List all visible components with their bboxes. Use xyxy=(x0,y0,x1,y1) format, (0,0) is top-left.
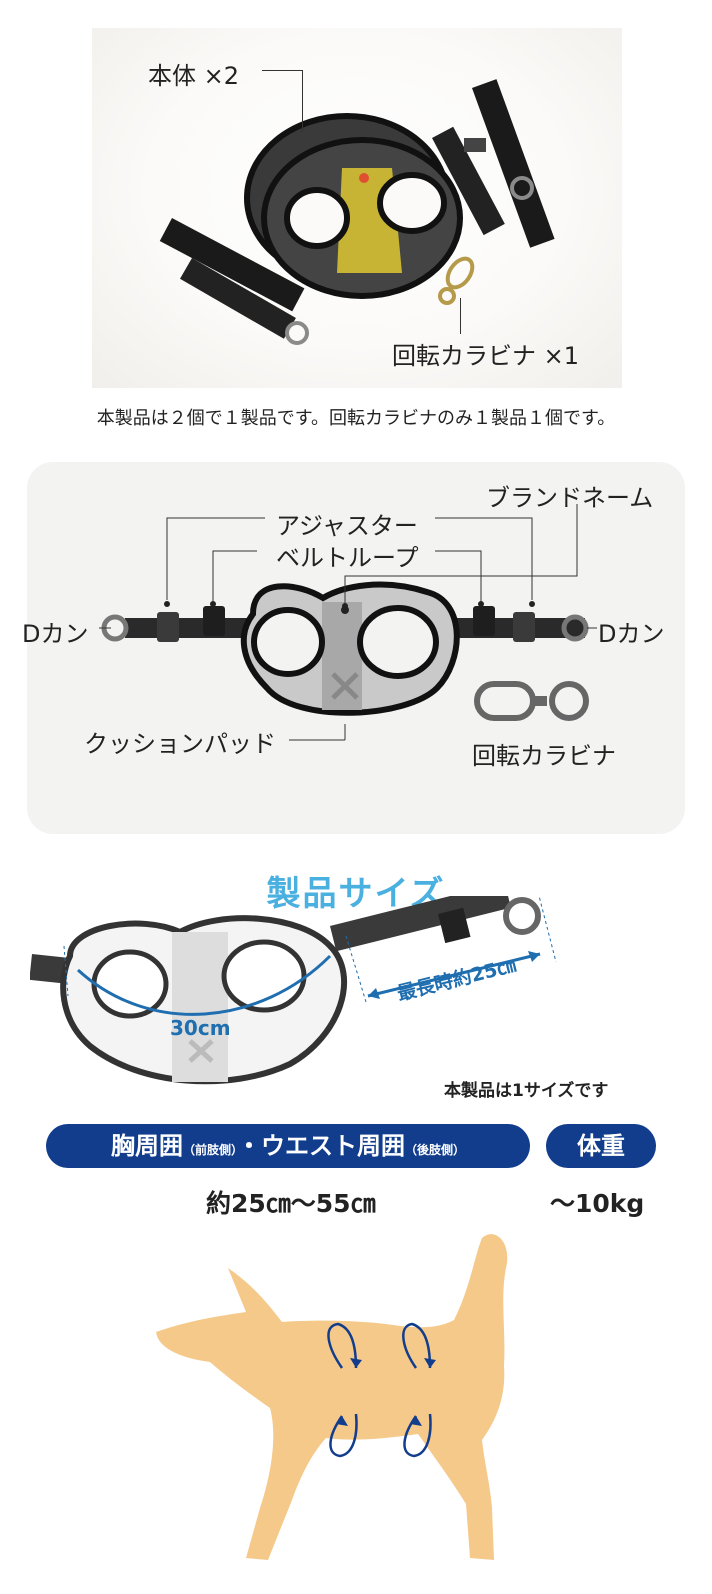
dog-illustration xyxy=(150,1228,570,1578)
parts-panel xyxy=(27,462,685,834)
right-strap xyxy=(432,79,555,248)
label-belt-loop: ベルトループ xyxy=(276,544,419,572)
chest-girth-arrows xyxy=(327,1322,362,1458)
label-cushion-pad: クッションパッド xyxy=(84,730,276,758)
label-body-count: 本体 ×2 xyxy=(148,62,240,90)
parts-diagram xyxy=(99,504,597,741)
harness-body-diagram xyxy=(240,581,460,716)
girth-label-dot: ・ xyxy=(237,1132,261,1160)
label-d-ring-right: Dカン xyxy=(598,620,665,648)
girth-label-chest-sub: （前肢側） xyxy=(182,1143,237,1157)
one-size-note: 本製品は1サイズです xyxy=(444,1081,609,1101)
size-diagram xyxy=(29,882,590,1086)
label-brand-name: ブランドネーム xyxy=(486,484,654,512)
waist-girth-arrows xyxy=(402,1322,436,1458)
leader-line xyxy=(262,70,302,71)
leader-line xyxy=(460,298,461,334)
label-adjuster: アジャスター xyxy=(276,512,418,540)
girth-label-waist-sub: （後肢側） xyxy=(405,1143,466,1157)
leader-lines xyxy=(99,504,597,741)
label-swivel-carabiner: 回転カラビナ xyxy=(472,742,616,770)
product-note: 本製品は２個で１製品です。回転カラビナのみ１製品１個です。 xyxy=(96,408,616,429)
label-inner-width: 30cm xyxy=(170,1016,231,1040)
leader-line xyxy=(302,70,303,132)
product-photo xyxy=(92,28,622,388)
harness-photo-illustration xyxy=(159,79,555,345)
weight-value: 〜10kg xyxy=(550,1189,645,1218)
strap-right xyxy=(425,606,589,642)
girth-label-waist: ウエスト周囲 xyxy=(261,1132,405,1160)
label-carabiner-count: 回転カラビナ ×1 xyxy=(392,342,580,370)
weight-pill: 体重 xyxy=(546,1124,656,1168)
carabiner-photo xyxy=(438,256,475,305)
carabiner-diagram xyxy=(474,681,589,721)
left-strap xyxy=(159,217,309,345)
harness-body-front xyxy=(261,137,463,299)
girth-value: 約25㎝〜55㎝ xyxy=(206,1189,376,1218)
leader-dots xyxy=(164,601,535,609)
girth-label-chest: 胸周囲 xyxy=(110,1132,183,1160)
girth-pill: 胸周囲（前肢側）・ウエスト周囲（後肢側） xyxy=(46,1124,530,1168)
label-d-ring-left: Dカン xyxy=(22,620,89,648)
